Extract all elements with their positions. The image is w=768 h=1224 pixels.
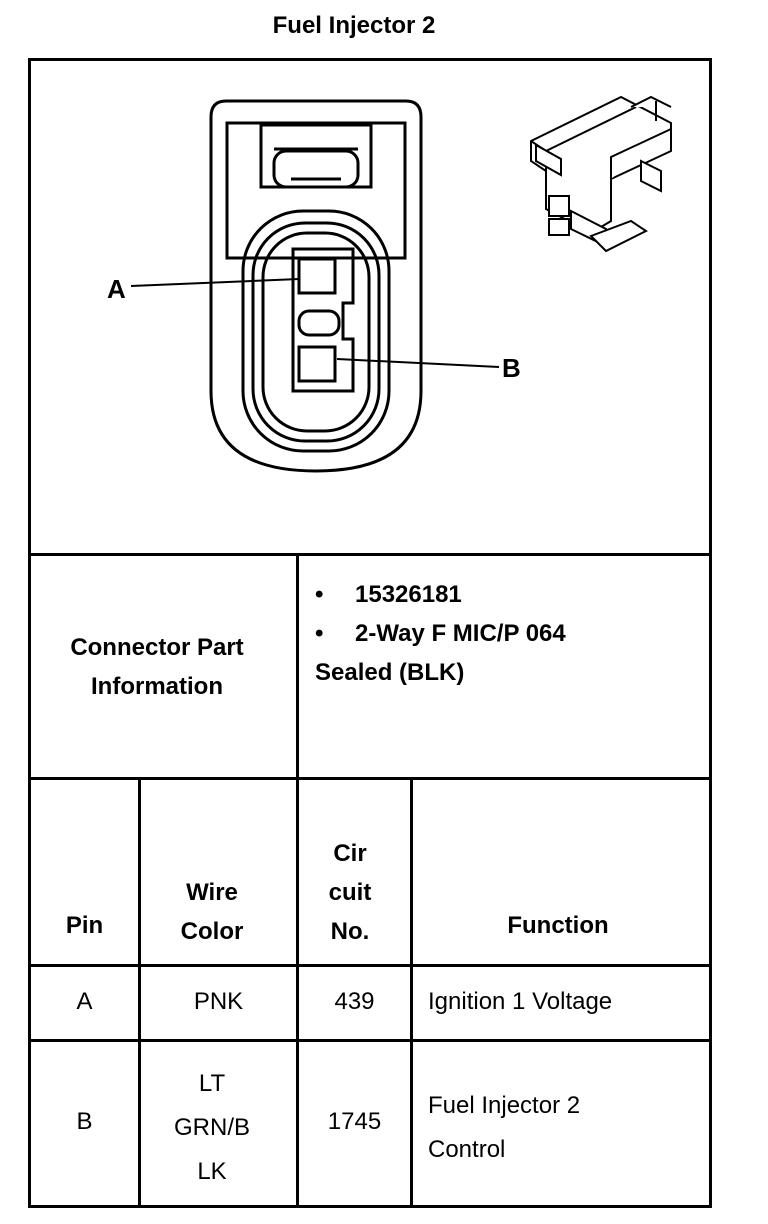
header-wire-color: Wire Color [180, 879, 244, 945]
divider-col-3 [410, 777, 413, 1208]
header-circuit: Cir cuit No. [328, 840, 372, 945]
divider-col-2 [296, 777, 299, 1208]
table-row-b-wire: LT GRN/B LK [173, 1070, 250, 1185]
connector-info-extra: Sealed (BLK) [315, 659, 465, 686]
connector-diagram [130, 95, 672, 473]
seal-ring-middle [251, 221, 381, 443]
bullet-icon: • [315, 620, 324, 647]
callout-label-b: B [502, 353, 521, 383]
divider-row-a [28, 1039, 712, 1042]
callout-line-b [336, 358, 500, 368]
connector-3d-icon [530, 95, 672, 253]
bullet-icon: • [315, 581, 324, 608]
seal-ring-inner [261, 231, 371, 433]
connector-info-item: • 15326181 [315, 575, 566, 614]
seal-ring-outer [241, 209, 391, 453]
table-row-b-function: Fuel Injector 2 Control [428, 1092, 581, 1163]
connector-housing-outline [209, 99, 423, 473]
table-row-a-pin: A [76, 988, 93, 1015]
divider-info-col [296, 553, 299, 780]
table-row-a-wire: PNK [193, 988, 244, 1015]
table-row-b-pin: B [76, 1108, 93, 1135]
page-title: Fuel Injector 2 [272, 12, 436, 39]
divider-col-1 [138, 777, 141, 1208]
callout-line-a [130, 278, 300, 287]
table-row-a-function: Ignition 1 Voltage [428, 988, 613, 1015]
callout-label-a: A [107, 274, 126, 304]
connector-info-label: Connector Part Information [70, 634, 244, 700]
header-pin: Pin [65, 912, 104, 939]
connector-info-list: • 15326181 • 2-Way F MIC/P 064 Sealed (B… [315, 575, 566, 692]
locking-tab-latch [272, 149, 360, 189]
divider-header [28, 964, 712, 967]
divider-diagram [28, 553, 712, 556]
table-row-a-circuit: 439 [334, 988, 375, 1015]
cavity-a [297, 257, 337, 295]
table-row-b-circuit: 1745 [327, 1108, 382, 1135]
cavity-b [297, 345, 337, 383]
divider-info [28, 777, 712, 780]
connector-table-frame [28, 58, 712, 1208]
connector-info-item: • 2-Way F MIC/P 064 [315, 614, 566, 653]
cavity-key [297, 309, 341, 337]
header-function: Function [507, 912, 609, 939]
terminal-insert [291, 247, 355, 393]
